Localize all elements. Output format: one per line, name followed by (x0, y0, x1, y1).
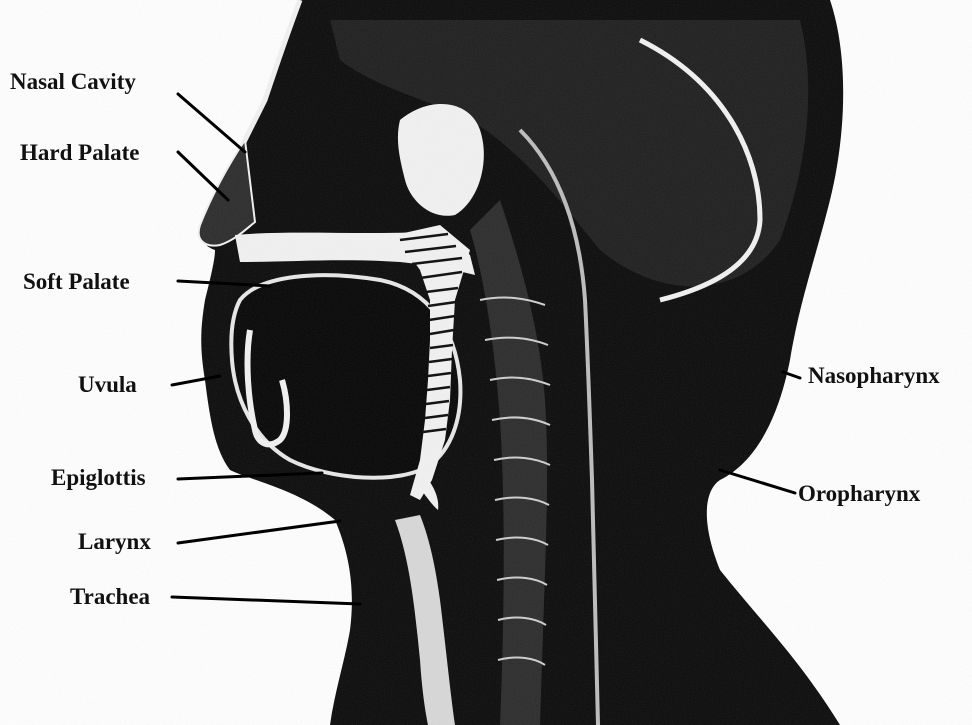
label-nasal-cavity: Nasal Cavity (10, 70, 136, 93)
label-hard-palate: Hard Palate (20, 141, 139, 164)
label-trachea: Trachea (70, 585, 150, 608)
label-uvula: Uvula (78, 373, 137, 396)
label-soft-palate: Soft Palate (23, 270, 130, 293)
label-epiglottis: Epiglottis (51, 466, 146, 489)
label-oropharynx: Oropharynx (798, 482, 920, 505)
label-larynx: Larynx (78, 530, 151, 553)
label-nasopharynx: Nasopharynx (808, 364, 940, 387)
